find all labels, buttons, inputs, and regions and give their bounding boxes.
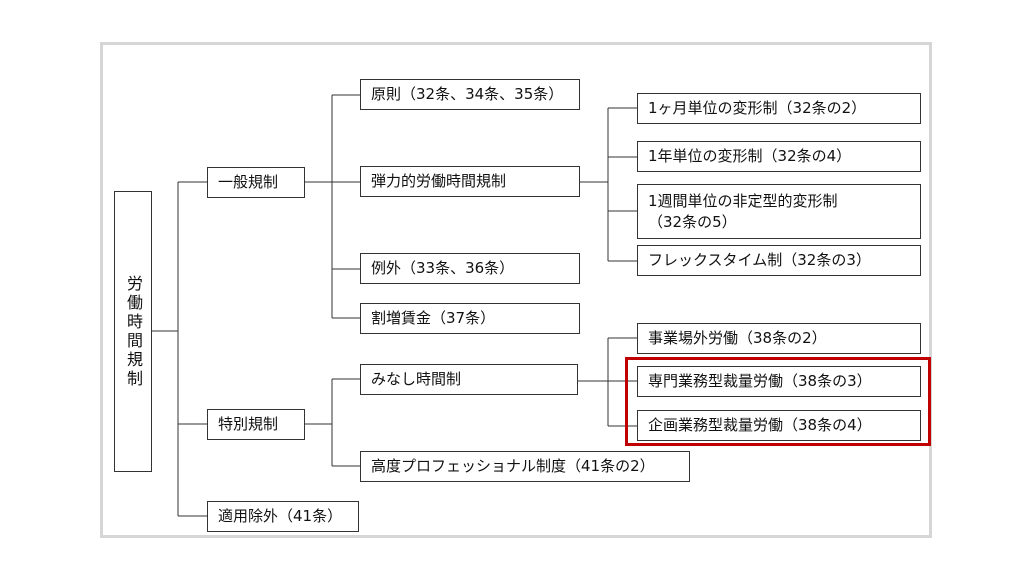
node-weekly-variable-line1: 1週間単位の非定型的変形制 bbox=[648, 192, 838, 210]
discretionary-work-highlight bbox=[625, 357, 931, 446]
node-general-regulation: 一般規制 bbox=[207, 167, 305, 198]
node-special-regulation: 特別規制 bbox=[207, 409, 305, 440]
node-flexible-regulation: 弾力的労働時間規制 bbox=[360, 166, 580, 197]
node-principle: 原則（32条、34条、35条） bbox=[360, 79, 580, 110]
node-yearly-variable: 1年単位の変形制（32条の4） bbox=[637, 141, 921, 172]
node-weekly-variable-line2: （32条の5） bbox=[648, 213, 737, 231]
node-weekly-variable: 1週間単位の非定型的変形制 （32条の5） bbox=[637, 184, 921, 239]
node-flextime: フレックスタイム制（32条の3） bbox=[637, 245, 921, 276]
node-deemed-hours: みなし時間制 bbox=[360, 364, 578, 395]
root-node-labor-time-regulation: 労働時間規制 bbox=[114, 191, 152, 472]
node-offsite-work: 事業場外労働（38条の2） bbox=[637, 323, 921, 354]
node-exemption: 適用除外（41条） bbox=[207, 501, 359, 532]
node-monthly-variable: 1ヶ月単位の変形制（32条の2） bbox=[637, 93, 921, 124]
root-node-label: 労働時間規制 bbox=[124, 274, 143, 389]
node-high-professional: 高度プロフェッショナル制度（41条の2） bbox=[360, 451, 690, 482]
node-premium-wages: 割増賃金（37条） bbox=[360, 303, 580, 334]
node-planning-discretionary: 企画業務型裁量労働（38条の4） bbox=[637, 410, 921, 441]
node-specialized-discretionary: 専門業務型裁量労働（38条の3） bbox=[637, 366, 921, 397]
node-exception: 例外（33条、36条） bbox=[360, 253, 580, 284]
